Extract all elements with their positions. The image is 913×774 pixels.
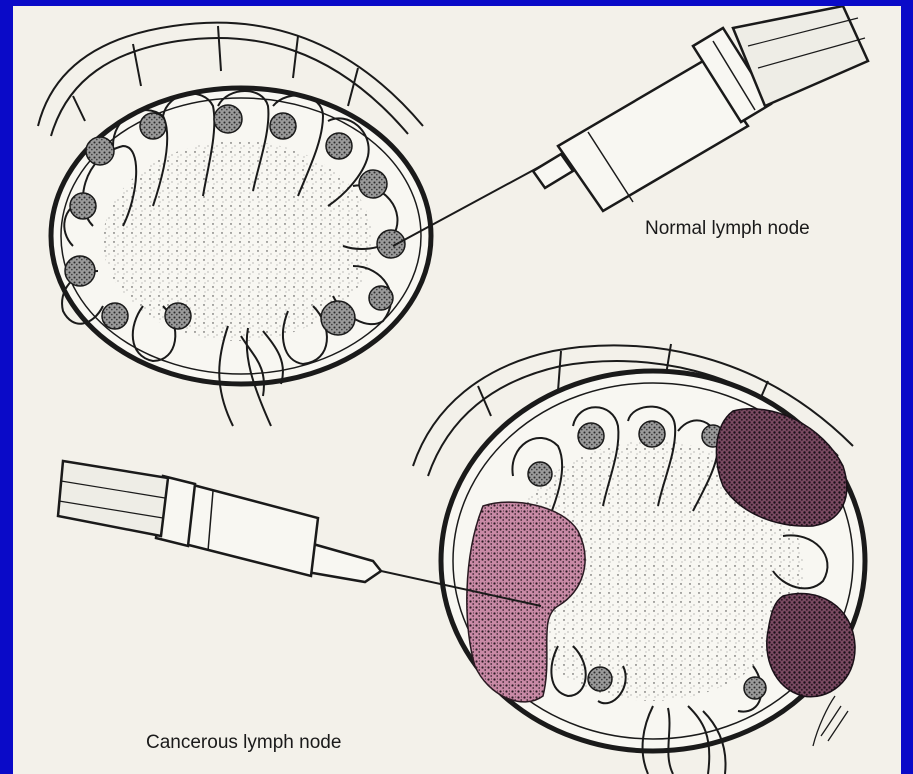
cancerous-lymph-node: [413, 344, 865, 774]
lymph-node-illustration: [13, 6, 901, 774]
upper-syringe: [393, 6, 868, 246]
normal-lymph-node: [38, 23, 431, 426]
artist-signature: [813, 696, 848, 746]
cancerous-lymph-node-label: Cancerous lymph node: [146, 732, 341, 754]
illustration-panel: Normal lymph node Cancerous lymph node: [13, 6, 901, 774]
normal-lymph-node-label: Normal lymph node: [645, 218, 810, 240]
